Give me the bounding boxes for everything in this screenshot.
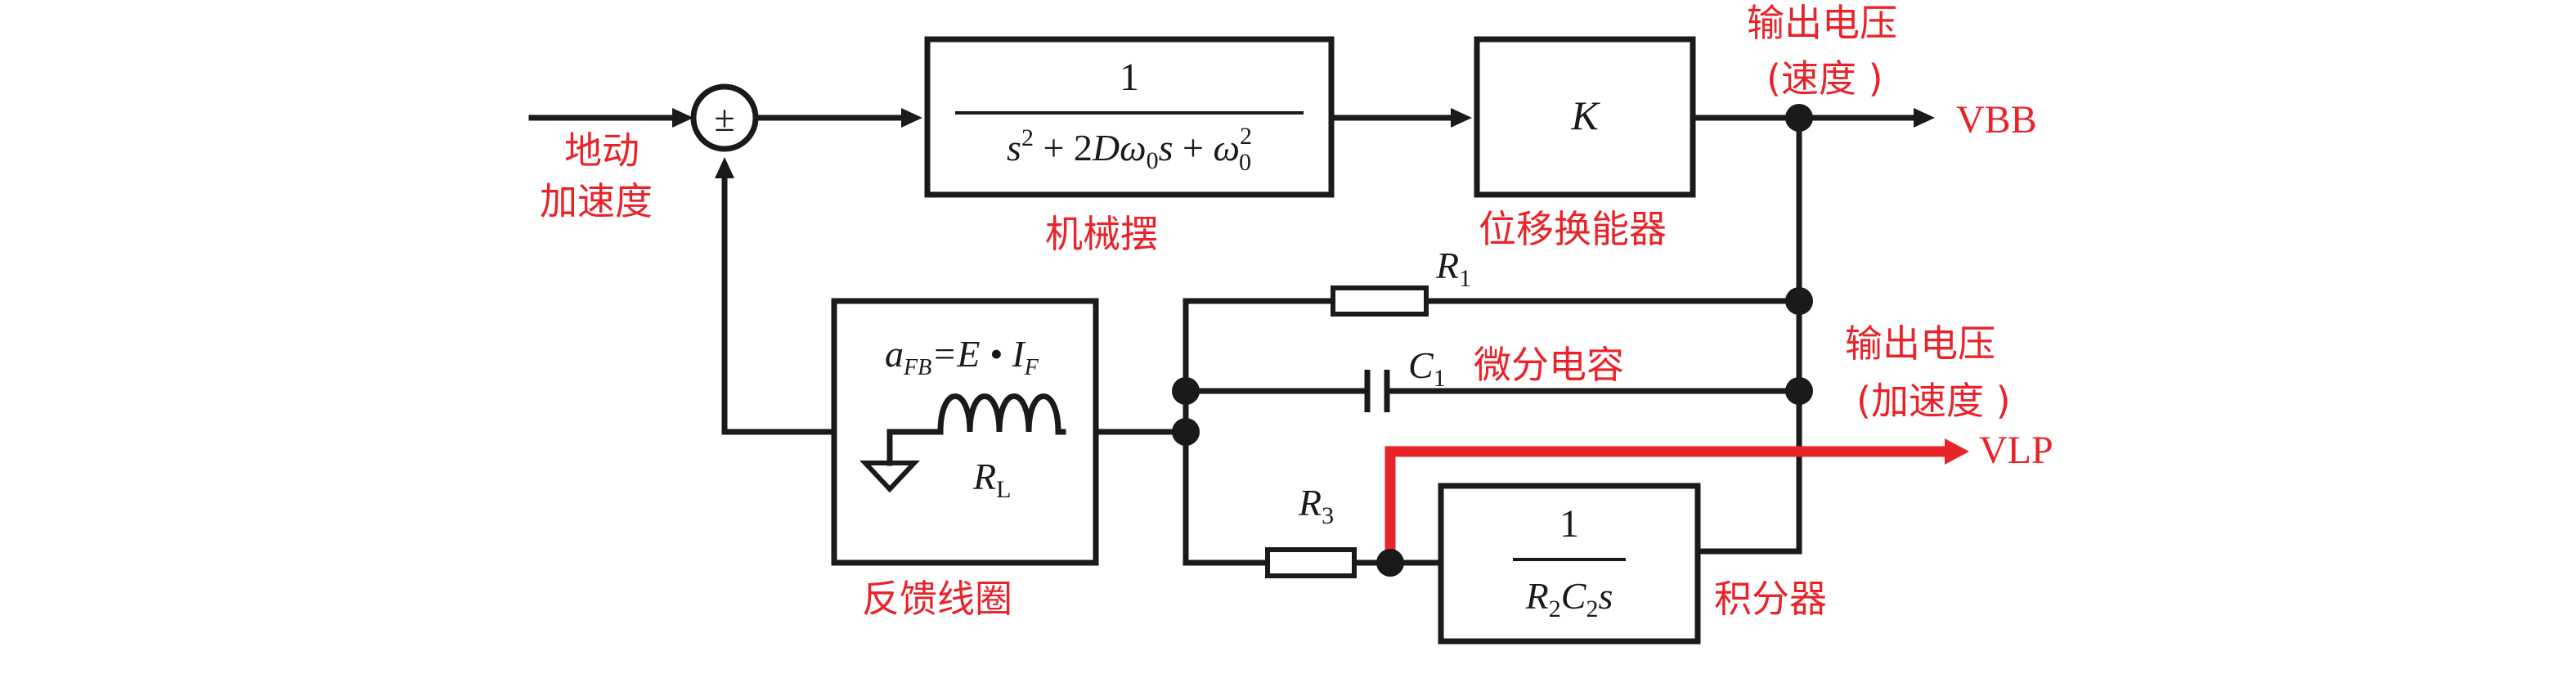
vbb-label: VBB [1956,98,2037,142]
coil-resistance-label: RL [972,456,1011,503]
pendulum-transfer-box [924,36,1335,198]
integrator-box [1438,483,1701,645]
node-r1 [1785,287,1813,315]
vlp-label: VLP [1979,429,2053,472]
r1-label: R1 [1435,245,1471,292]
pendulum-label: 机械摆 [1045,212,1158,256]
integrator-numerator: 1 [1560,502,1579,546]
summing-junction [690,83,759,152]
ground-accel-label-line1: 地动 [564,128,640,173]
transducer-gain-box [1474,36,1696,198]
vlp-arrowhead [1945,438,1969,465]
summer-feedback-arrowhead [715,157,734,178]
feedback-return-wire [721,165,836,435]
gain-symbol: K [1570,92,1600,138]
velocity-output-label-line2: (速度 ) [1766,56,1883,101]
integrator-denominator: R2C2s [1525,575,1613,622]
resistor-r1 [1331,285,1429,317]
node-coil [1172,418,1200,446]
summing-junction-sign: ± [714,97,734,139]
ground-lead [886,429,932,466]
input-arrowhead [672,108,693,128]
accel-output-label-line2: (加速度 ) [1856,379,2011,423]
accel-output-label-line1: 输出电压 [1845,321,1995,366]
node-vlp [1376,549,1404,577]
ground-accel-label-line2: 加速度 [540,179,653,223]
pendulum-arrowhead [901,108,922,128]
node-c1-left [1172,377,1200,405]
r1-branch-wire [1183,298,1802,394]
feedback-coil-box [831,298,1099,566]
r3-label: R3 [1298,482,1334,529]
feedback-coil-label: 反馈线圈 [862,577,1012,621]
coil-winding [926,393,1066,435]
node-c1-right [1785,377,1813,405]
r3-branch-wire [1183,429,1271,566]
velocity-output-label-line1: 输出电压 [1747,1,1897,45]
ground-icon [859,461,920,493]
c1-label: C1 [1408,344,1446,392]
node-vbb [1785,104,1813,132]
wires [528,108,1935,566]
resistor-r3 [1265,547,1357,578]
pendulum-tf-numerator: 1 [1120,56,1139,99]
annotations: 地动 加速度 机械摆 位移换能器 输出电压 (速度 ) VBB 输出电压 (加速… [540,1,2053,621]
gain-arrowhead [1451,108,1472,128]
feedback-force-formula: aFB=E • IF [885,333,1039,380]
integrator-label: 积分器 [1714,577,1827,621]
diff-capacitor-label: 微分电容 [1474,343,1624,387]
transducer-label: 位移换能器 [1479,207,1667,251]
vlp-wire [1384,446,1946,563]
junction-nodes [1172,104,1813,577]
vbb-arrowhead [1914,108,1935,128]
